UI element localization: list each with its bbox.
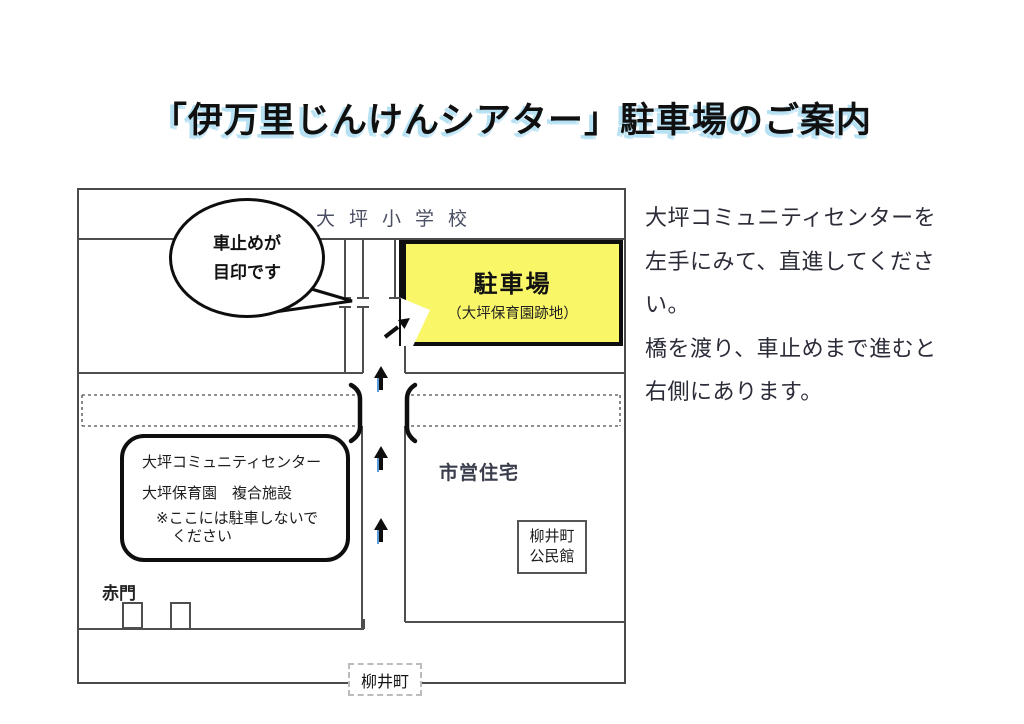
directions-line: 右側にあります。: [645, 379, 823, 404]
community-center-name: 大坪コミュニティセンター: [142, 454, 322, 471]
route-arrow-up-icon: [374, 518, 388, 544]
river-dashed-lines: [81, 394, 621, 427]
parking-title: 駐車場: [473, 271, 552, 298]
directions-line: い。: [645, 292, 691, 317]
parking-subtitle: （大坪保育園跡地）: [447, 306, 578, 322]
red-gate-label: 赤門: [102, 584, 136, 603]
community-center-box: 大坪コミュニティセンター 大坪保育園 複合施設 ※ここには駐車しないで ください: [120, 434, 350, 562]
directions-line: 大坪コミュニティセンターを: [645, 205, 937, 230]
town-label: 柳井町: [360, 673, 409, 691]
no-parking-note-line1: ※ここには駐車しないで: [156, 510, 319, 527]
gate-rect: [170, 602, 191, 630]
road-edge-lines-upper: [339, 239, 401, 373]
directions-text: 大坪コミュニティセンターを 左手にみて、直進してくださ い。 橋を渡り、車止めま…: [645, 196, 985, 414]
parking-area: 駐車場 （大坪保育園跡地）: [399, 240, 623, 346]
route-arrow-up-icon: [374, 366, 388, 392]
community-hall-line2: 公民館: [529, 548, 575, 565]
gate-rect: [122, 602, 143, 629]
directions-line: 橋を渡り、車止めまで進むと: [645, 335, 937, 361]
road-edge-lines-lower: [361, 345, 406, 629]
guide-map: 駐車場 （大坪保育園跡地）: [77, 188, 626, 696]
page-title: 「伊万里じんけんシアター」駐車場のご案内: [151, 101, 872, 140]
no-parking-note-line2: ください: [172, 528, 233, 545]
route-arrow-up-icon: [374, 446, 388, 472]
school-label: 大坪小学校: [316, 209, 482, 230]
municipal-housing-label: 市営住宅: [439, 463, 520, 484]
parking-entrance-notch: [401, 298, 430, 346]
bottom-road-lines: [79, 619, 624, 630]
entrance-arrow-icon: [383, 318, 410, 339]
speech-bubble: 車止めが 目印です: [169, 198, 325, 318]
nursery-name: 大坪保育園 複合施設: [142, 485, 293, 502]
community-hall-line1: 柳井町: [529, 528, 575, 545]
community-hall-box: 柳井町 公民館: [517, 520, 587, 574]
town-label-box: 柳井町: [348, 663, 422, 696]
directions-line: 左手にみて、直進してくださ: [645, 248, 936, 274]
bridge-symbol-icon: [348, 382, 418, 444]
bubble-text-line2: 目印です: [213, 263, 281, 282]
bubble-text-line1: 車止めが: [213, 234, 281, 253]
